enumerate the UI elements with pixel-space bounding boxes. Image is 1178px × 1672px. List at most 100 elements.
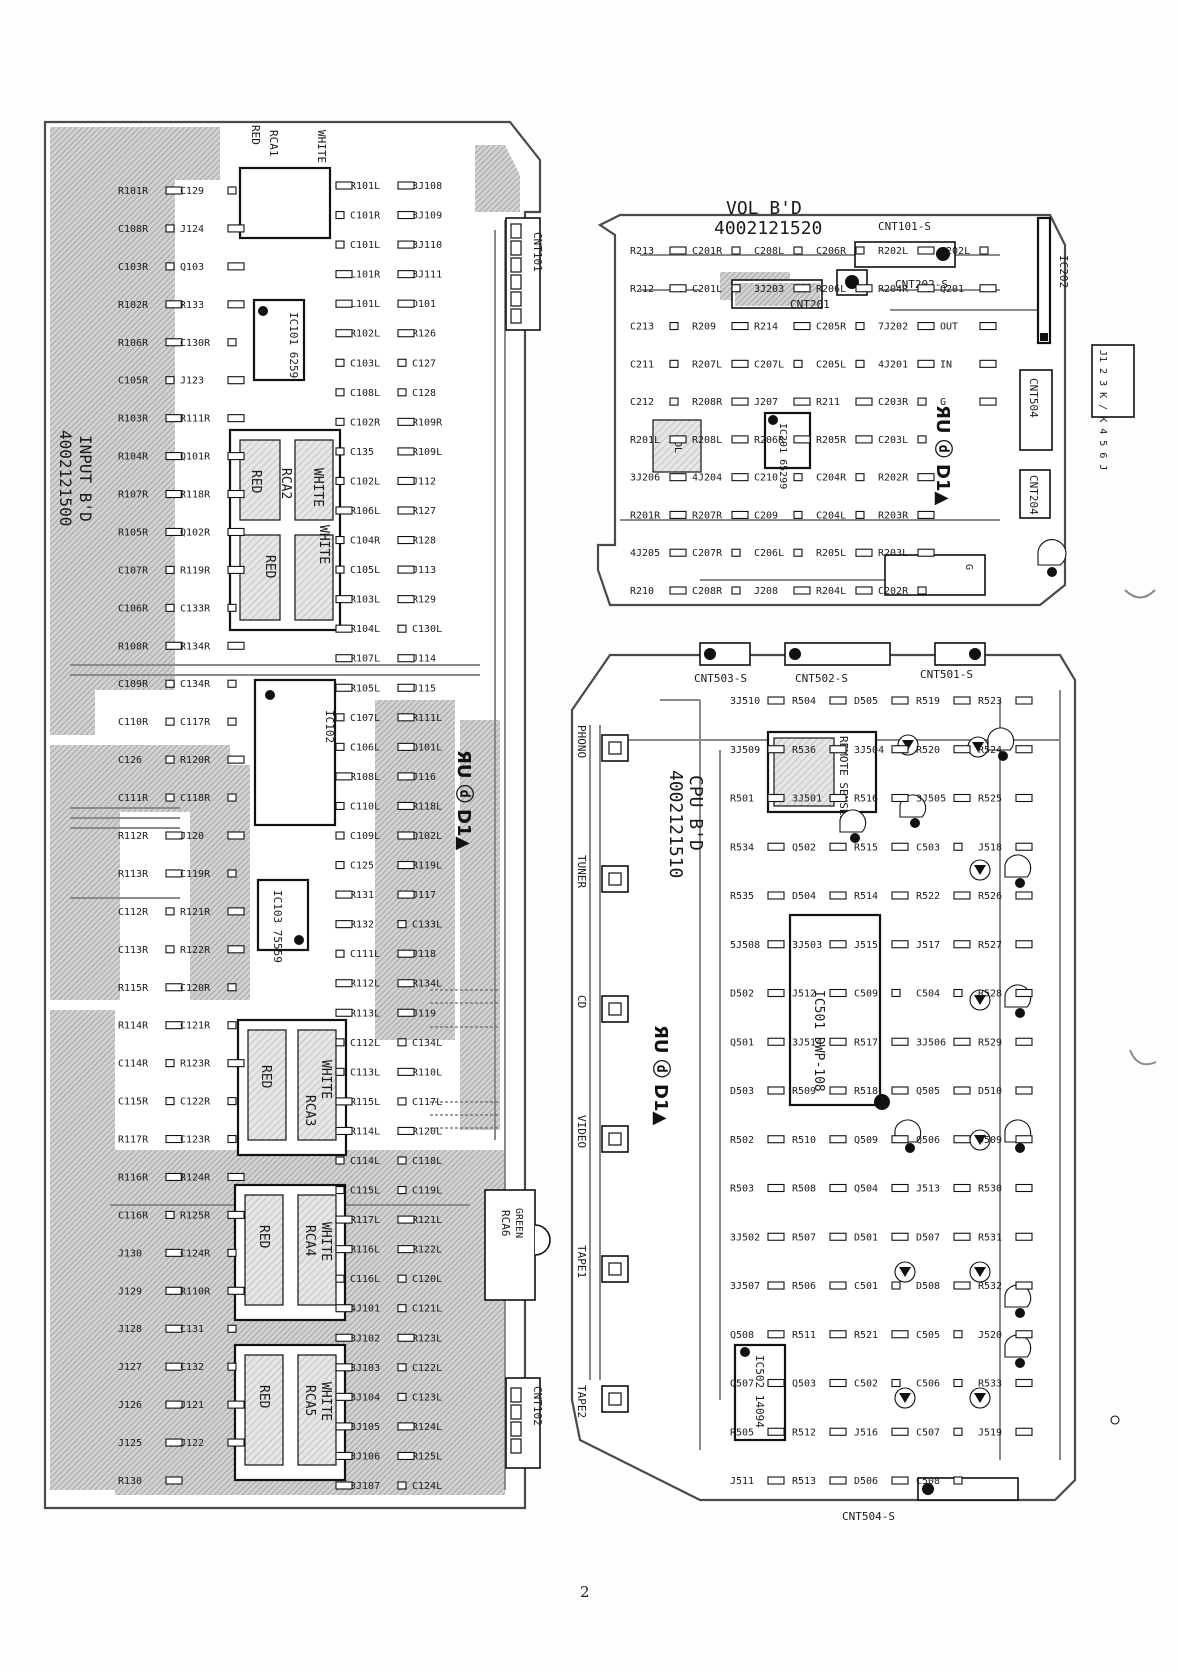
resistor-symbol	[227, 831, 245, 840]
component-ref-label: C504	[916, 989, 940, 1000]
capacitor-symbol	[669, 397, 679, 406]
cnt102-label: CNT102	[531, 1386, 544, 1426]
cpu-d510	[894, 1387, 916, 1409]
resistor-symbol	[669, 510, 687, 519]
component-ref-label: C109R	[118, 679, 149, 690]
resistor-symbol	[227, 1438, 245, 1447]
capacitor-symbol	[953, 1476, 963, 1485]
component-ref-label: R506	[792, 1281, 816, 1292]
resistor-symbol	[335, 920, 353, 929]
capacitor-symbol	[227, 679, 237, 688]
resistor-symbol	[165, 1324, 183, 1333]
component-ref-label: R120L	[412, 1126, 442, 1137]
component-ref-label: R123R	[180, 1059, 211, 1070]
rca4-red: RED	[256, 1225, 271, 1249]
component-ref-label: C119L	[412, 1186, 442, 1197]
component-ref-label: C105L	[350, 565, 380, 576]
component-ref-label: C106L	[350, 742, 380, 753]
resistor-symbol	[335, 270, 353, 279]
input-component-labels-right: R101LC101RC101LL101RL101LR102LC103LC108L…	[335, 181, 443, 1492]
capacitor-symbol	[165, 793, 175, 802]
component-ref-label: J516	[854, 1427, 878, 1438]
component-ref-label: J513	[916, 1184, 940, 1195]
capacitor-symbol	[669, 359, 679, 368]
capacitor-symbol	[165, 376, 175, 385]
resistor-symbol	[397, 772, 415, 781]
resistor-symbol	[855, 586, 873, 595]
resistor-symbol	[953, 940, 971, 949]
vol-io-block: G	[884, 554, 986, 596]
resistor-symbol	[165, 1362, 183, 1371]
component-ref-label: C109L	[350, 831, 380, 842]
resistor-symbol	[397, 1422, 415, 1431]
jack-label-tuner: TUNER	[575, 855, 588, 888]
cnt504-label: CNT504	[1027, 378, 1040, 418]
component-ref-label: C203R	[878, 397, 909, 408]
component-ref-label: R211	[816, 397, 840, 408]
resistor-symbol	[335, 654, 353, 663]
component-ref-label: R204L	[816, 586, 846, 597]
cpu-board: PHONO TUNER CD VIDEO TAPE1 TAPE2 CNT503-…	[570, 642, 1077, 1523]
resistor-symbol	[979, 322, 997, 331]
capacitor-symbol	[793, 246, 803, 255]
resistor-symbol	[165, 489, 183, 499]
component-ref-label: C508	[916, 1476, 940, 1487]
component-ref-label: C102L	[350, 476, 380, 487]
capacitor-symbol	[165, 603, 175, 612]
capacitor-symbol	[793, 359, 803, 368]
component-ref-label: C506	[916, 1379, 940, 1390]
component-ref-label: C208R	[692, 586, 723, 597]
resistor-symbol	[953, 891, 971, 900]
component-ref-label: C213	[630, 322, 654, 333]
component-ref-label: R512	[792, 1427, 816, 1438]
input-board-part-no: 4002121500	[56, 430, 75, 526]
resistor-symbol	[165, 300, 183, 309]
capacitor-symbol	[335, 476, 345, 486]
rca6-jack: RCA6 GREEN	[484, 1189, 551, 1301]
resistor-symbol	[953, 1183, 971, 1193]
component-ref-label: C505	[916, 1330, 940, 1341]
component-ref-label: 3J110	[412, 240, 442, 251]
component-ref-label: 3J109	[412, 211, 442, 222]
capacitor-symbol	[891, 1378, 901, 1388]
resistor-symbol	[891, 1037, 909, 1046]
resistor-symbol	[397, 447, 415, 456]
resistor-symbol	[165, 338, 183, 347]
cpu-board-approval-mark: ЯU ⓓ D1▲	[650, 1025, 672, 1125]
component-ref-label: C131	[180, 1324, 204, 1335]
capacitor-symbol	[227, 1324, 237, 1333]
side-connector: J1 2 3 K / K 4 5 6 J	[1091, 344, 1135, 470]
component-ref-label: 3J105	[350, 1422, 380, 1433]
component-ref-label: R123L	[412, 1333, 442, 1344]
resistor-symbol	[953, 1037, 971, 1046]
component-ref-label: J518	[978, 842, 1002, 853]
component-ref-label: C132	[180, 1362, 204, 1373]
component-ref-label: Q503	[792, 1379, 816, 1390]
input-board: CNT101 CNT102 RCA1 RED WHITE IC101 6259	[43, 120, 551, 1510]
jack-label-tape1: TAPE1	[575, 1245, 588, 1278]
component-ref-label: R208R	[692, 397, 723, 408]
rca3-jack: RCA3 RED WHITE	[236, 1018, 348, 1157]
resistor-symbol	[953, 1281, 971, 1290]
resistor-symbol	[165, 414, 183, 423]
rca6-green: GREEN	[513, 1208, 524, 1238]
component-ref-label: R104R	[118, 452, 149, 463]
cnt504-s	[917, 1477, 1019, 1501]
component-ref-label: 3J514	[792, 1037, 822, 1048]
resistor-symbol	[397, 506, 415, 515]
component-ref-label: C117L	[412, 1097, 442, 1108]
component-ref-label: R212	[630, 284, 654, 295]
component-ref-label: 3J503	[792, 940, 822, 951]
capacitor-symbol	[165, 1059, 175, 1068]
resistor-symbol	[891, 1330, 909, 1339]
vol-component-labels: R213R212C213C211C212R201L3J206R201R4J205…	[630, 246, 997, 597]
resistor-symbol	[793, 284, 811, 293]
component-ref-label: R114R	[118, 1021, 149, 1032]
component-ref-label: J123	[180, 376, 204, 387]
component-ref-label: R511	[792, 1330, 816, 1341]
input-board-approval-mark: ЯU ⓓ D1▲	[453, 750, 475, 850]
component-ref-label: C119R	[180, 869, 211, 880]
component-ref-label: R116R	[118, 1172, 149, 1183]
component-ref-label: J520	[978, 1330, 1002, 1341]
component-ref-label: C116L	[350, 1274, 380, 1285]
